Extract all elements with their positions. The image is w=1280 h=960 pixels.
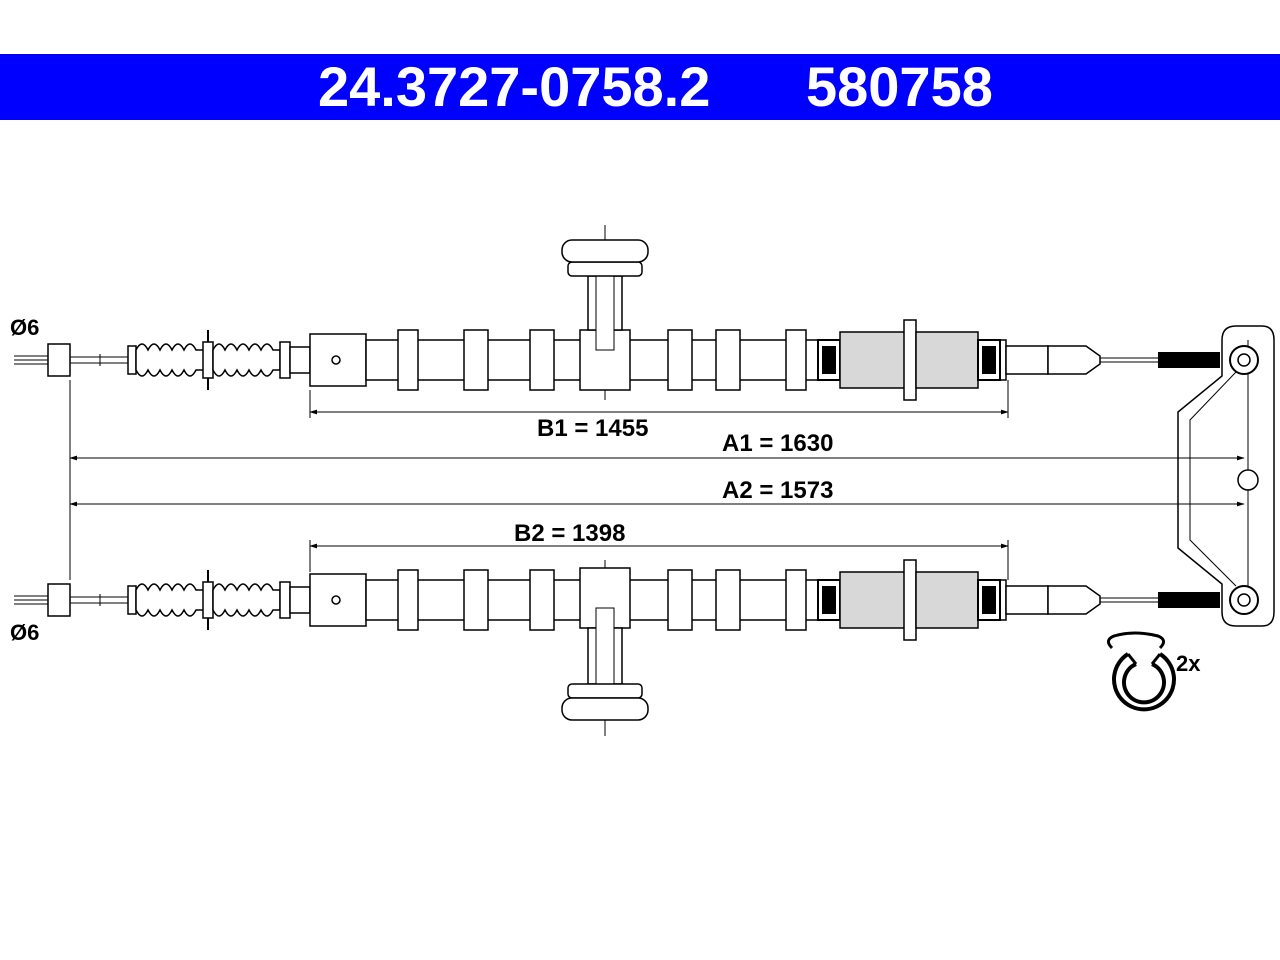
dimension-label-b2: B2 = 1398: [514, 520, 625, 547]
reference-number: 580758: [806, 55, 993, 118]
diameter-label-bottom: Ø6: [10, 620, 39, 645]
equaliser-plate: [1177, 325, 1275, 627]
lower-mounting-bracket: [561, 567, 649, 721]
dimension-label-b1: B1 = 1455: [537, 415, 648, 442]
dimension-label-a1: A1 = 1630: [722, 430, 833, 457]
title-bar: 24.3727-0758.2 580758: [0, 54, 1280, 120]
upper-mounting-bracket: [561, 239, 649, 391]
part-number: 24.3727-0758.2: [318, 55, 711, 118]
dimension-label-a2: A2 = 1573: [722, 477, 833, 504]
upper-cable: [13, 225, 1221, 401]
lower-cable: [13, 559, 1221, 736]
diameter-label-top: Ø6: [10, 315, 39, 340]
clip-quantity: 2x: [1176, 651, 1201, 676]
retaining-clip-icon: [1107, 631, 1176, 712]
